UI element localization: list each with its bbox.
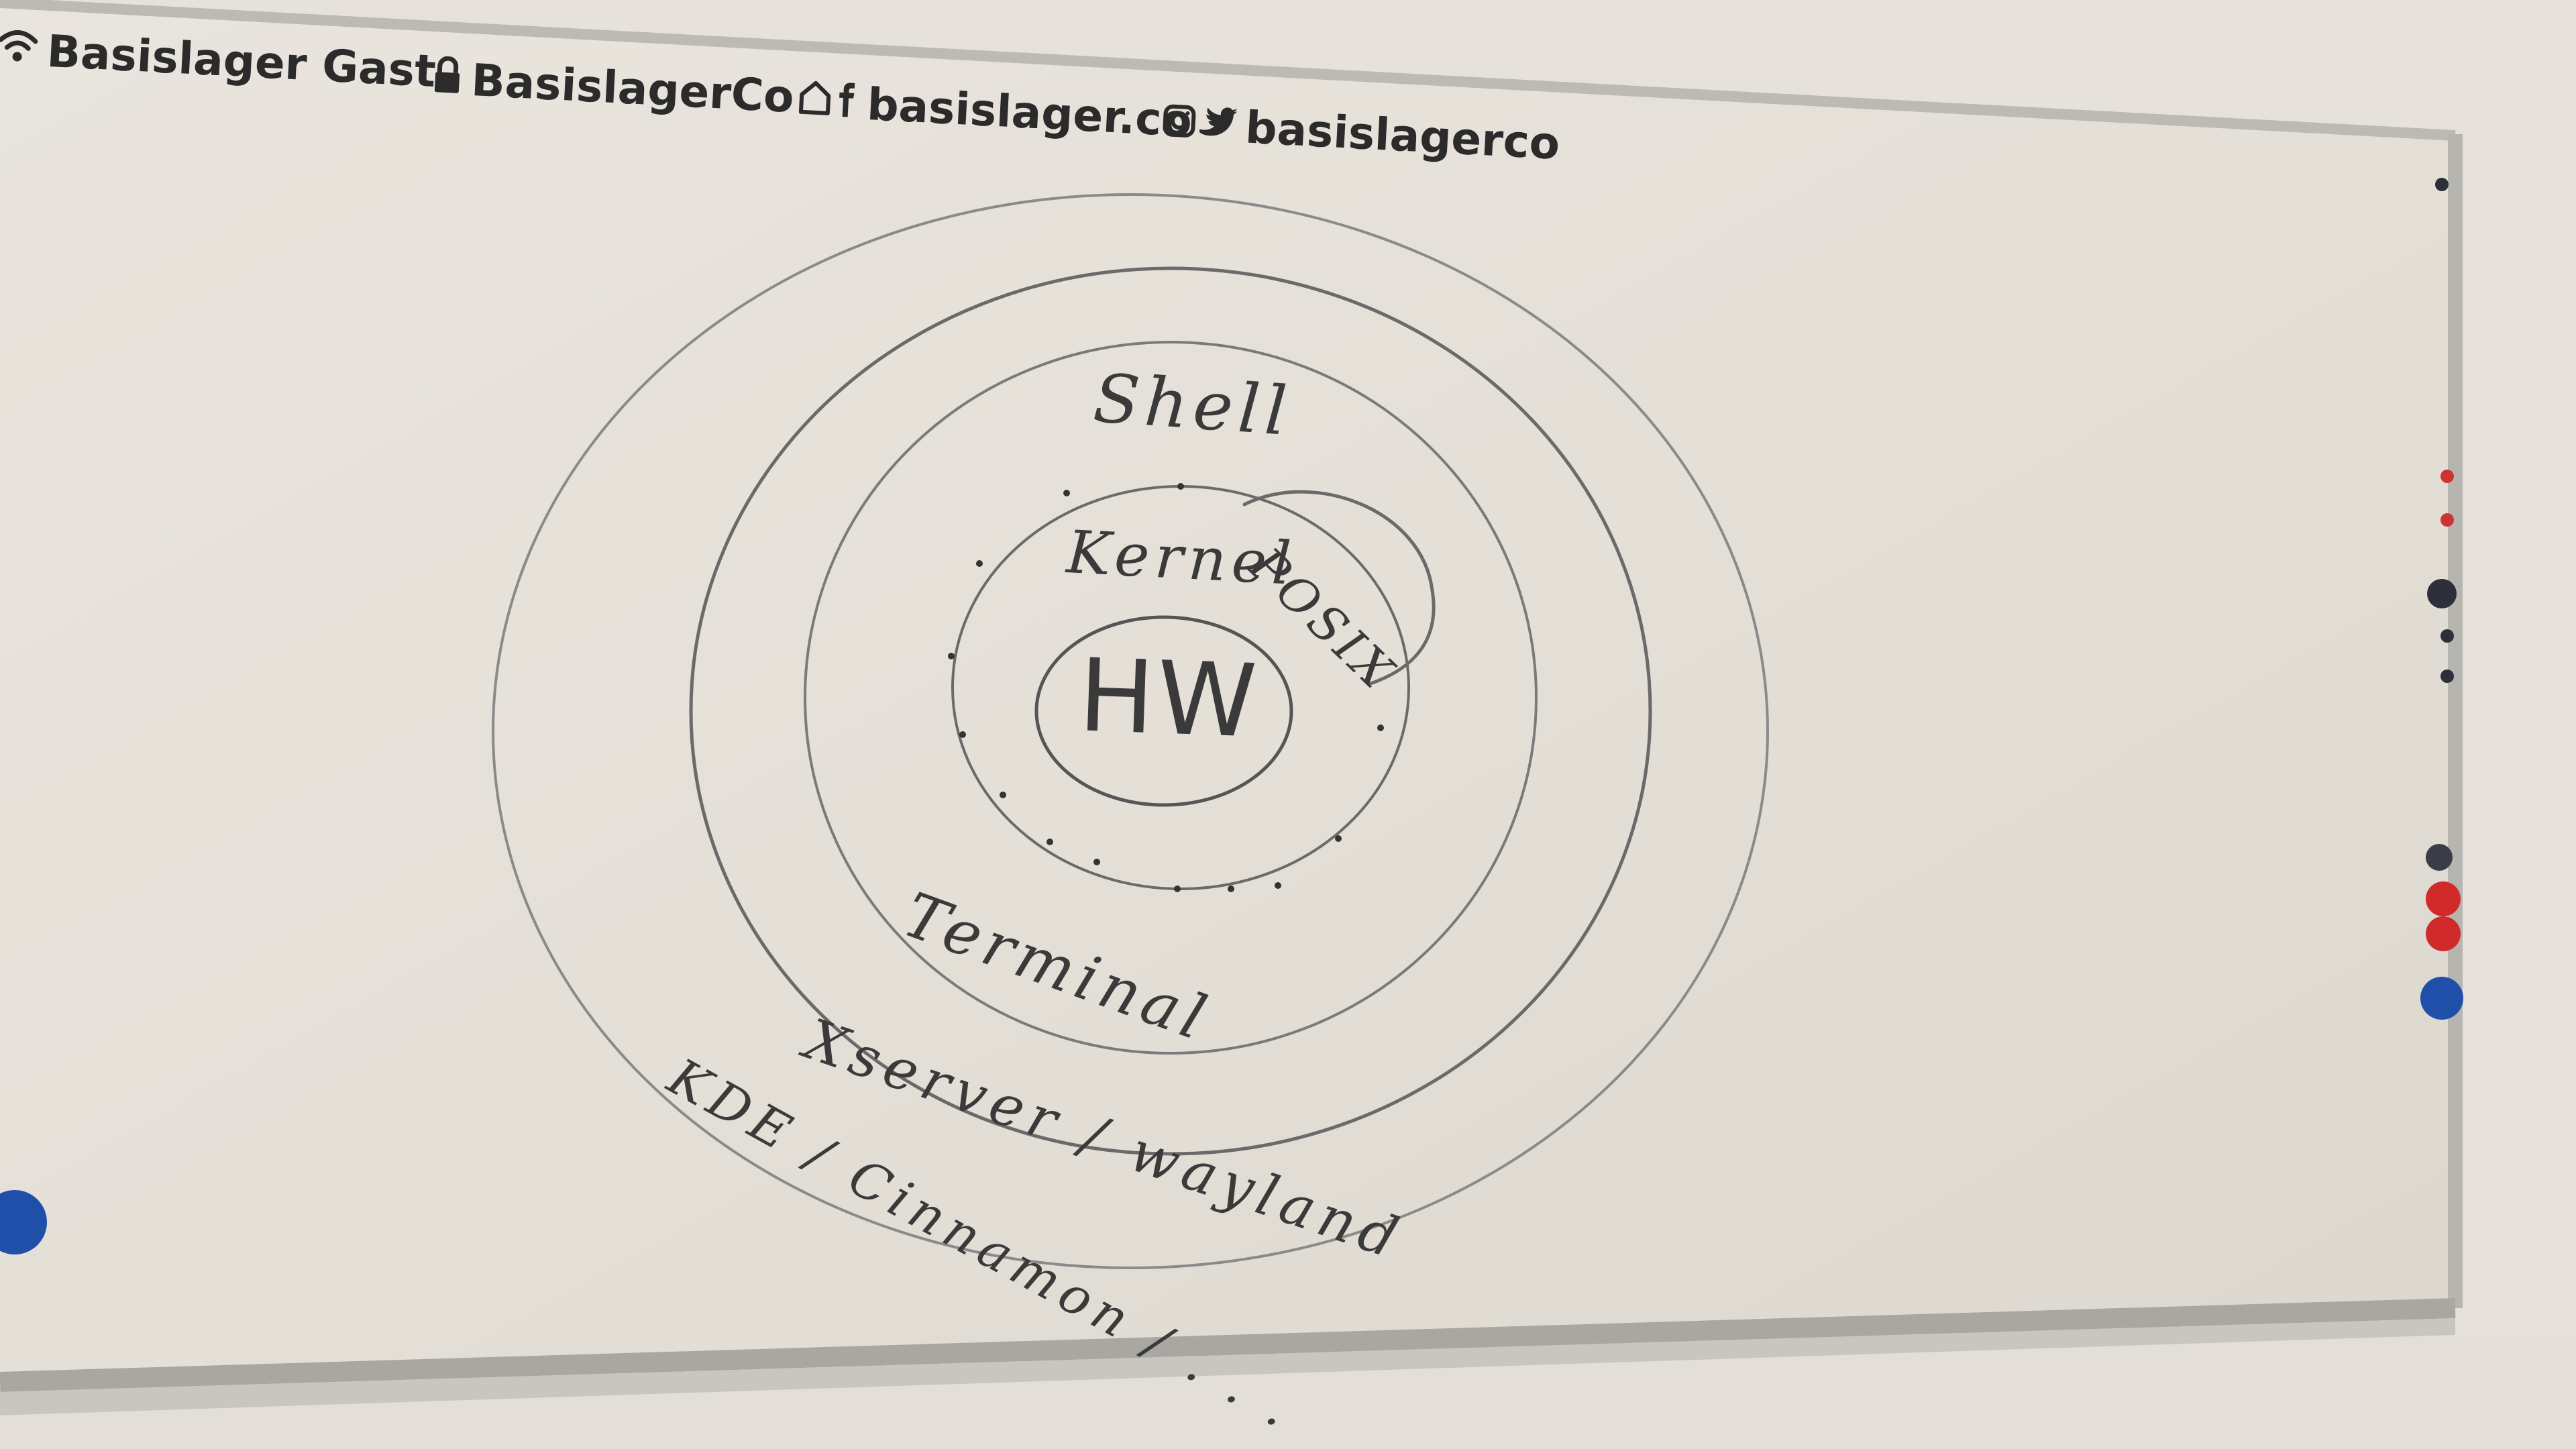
posix-bubble <box>1242 490 1436 686</box>
banner-lock: BasislagerCo <box>431 50 796 123</box>
banner-web-label: basislager.co <box>865 78 1193 148</box>
banner-wifi-label: Basislager Gast <box>46 25 437 98</box>
label-shell: Shell <box>1091 358 1295 451</box>
instagram-twitter-icon <box>1161 97 1238 153</box>
wifi-icon <box>0 23 39 76</box>
label-hardware: HW <box>1077 637 1262 761</box>
banner-wifi: Basislager Gast <box>0 20 437 98</box>
magnet-dark-5 <box>2426 844 2453 871</box>
board-frame-top <box>0 0 2456 141</box>
ring-shell <box>804 341 1538 1055</box>
banner-web: basislager.co <box>796 72 1193 148</box>
magnet-blue-2 <box>0 1190 47 1254</box>
magnet-red-4 <box>2426 916 2461 951</box>
home-facebook-icon <box>796 75 859 130</box>
top-banner: Basislager Gast BasislagerCo basislager.… <box>0 0 2573 309</box>
banner-social: basislagerco <box>1161 95 1562 170</box>
magnets <box>0 178 2463 1254</box>
magnet-blue-1 <box>2420 977 2463 1020</box>
banner-social-label: basislagerco <box>1244 101 1562 170</box>
magnet-red-1 <box>2440 470 2454 483</box>
magnet-dark-1 <box>2435 178 2449 191</box>
lock-icon <box>431 52 464 105</box>
magnet-dark-3 <box>2440 629 2454 643</box>
ring-display-server <box>689 266 1652 1156</box>
magnet-red-3 <box>2426 881 2461 916</box>
marker-tray <box>0 1318 2455 1415</box>
ring-hardware <box>1034 615 1293 807</box>
magnet-dark-2 <box>2427 579 2457 608</box>
banner-lock-label: BasislagerCo <box>470 54 796 123</box>
board-frame-bottom <box>0 1298 2456 1392</box>
ring-desktop <box>492 193 1769 1269</box>
magnet-red-2 <box>2440 513 2454 527</box>
magnet-dark-4 <box>2440 669 2454 683</box>
board-surface <box>0 0 2455 1382</box>
